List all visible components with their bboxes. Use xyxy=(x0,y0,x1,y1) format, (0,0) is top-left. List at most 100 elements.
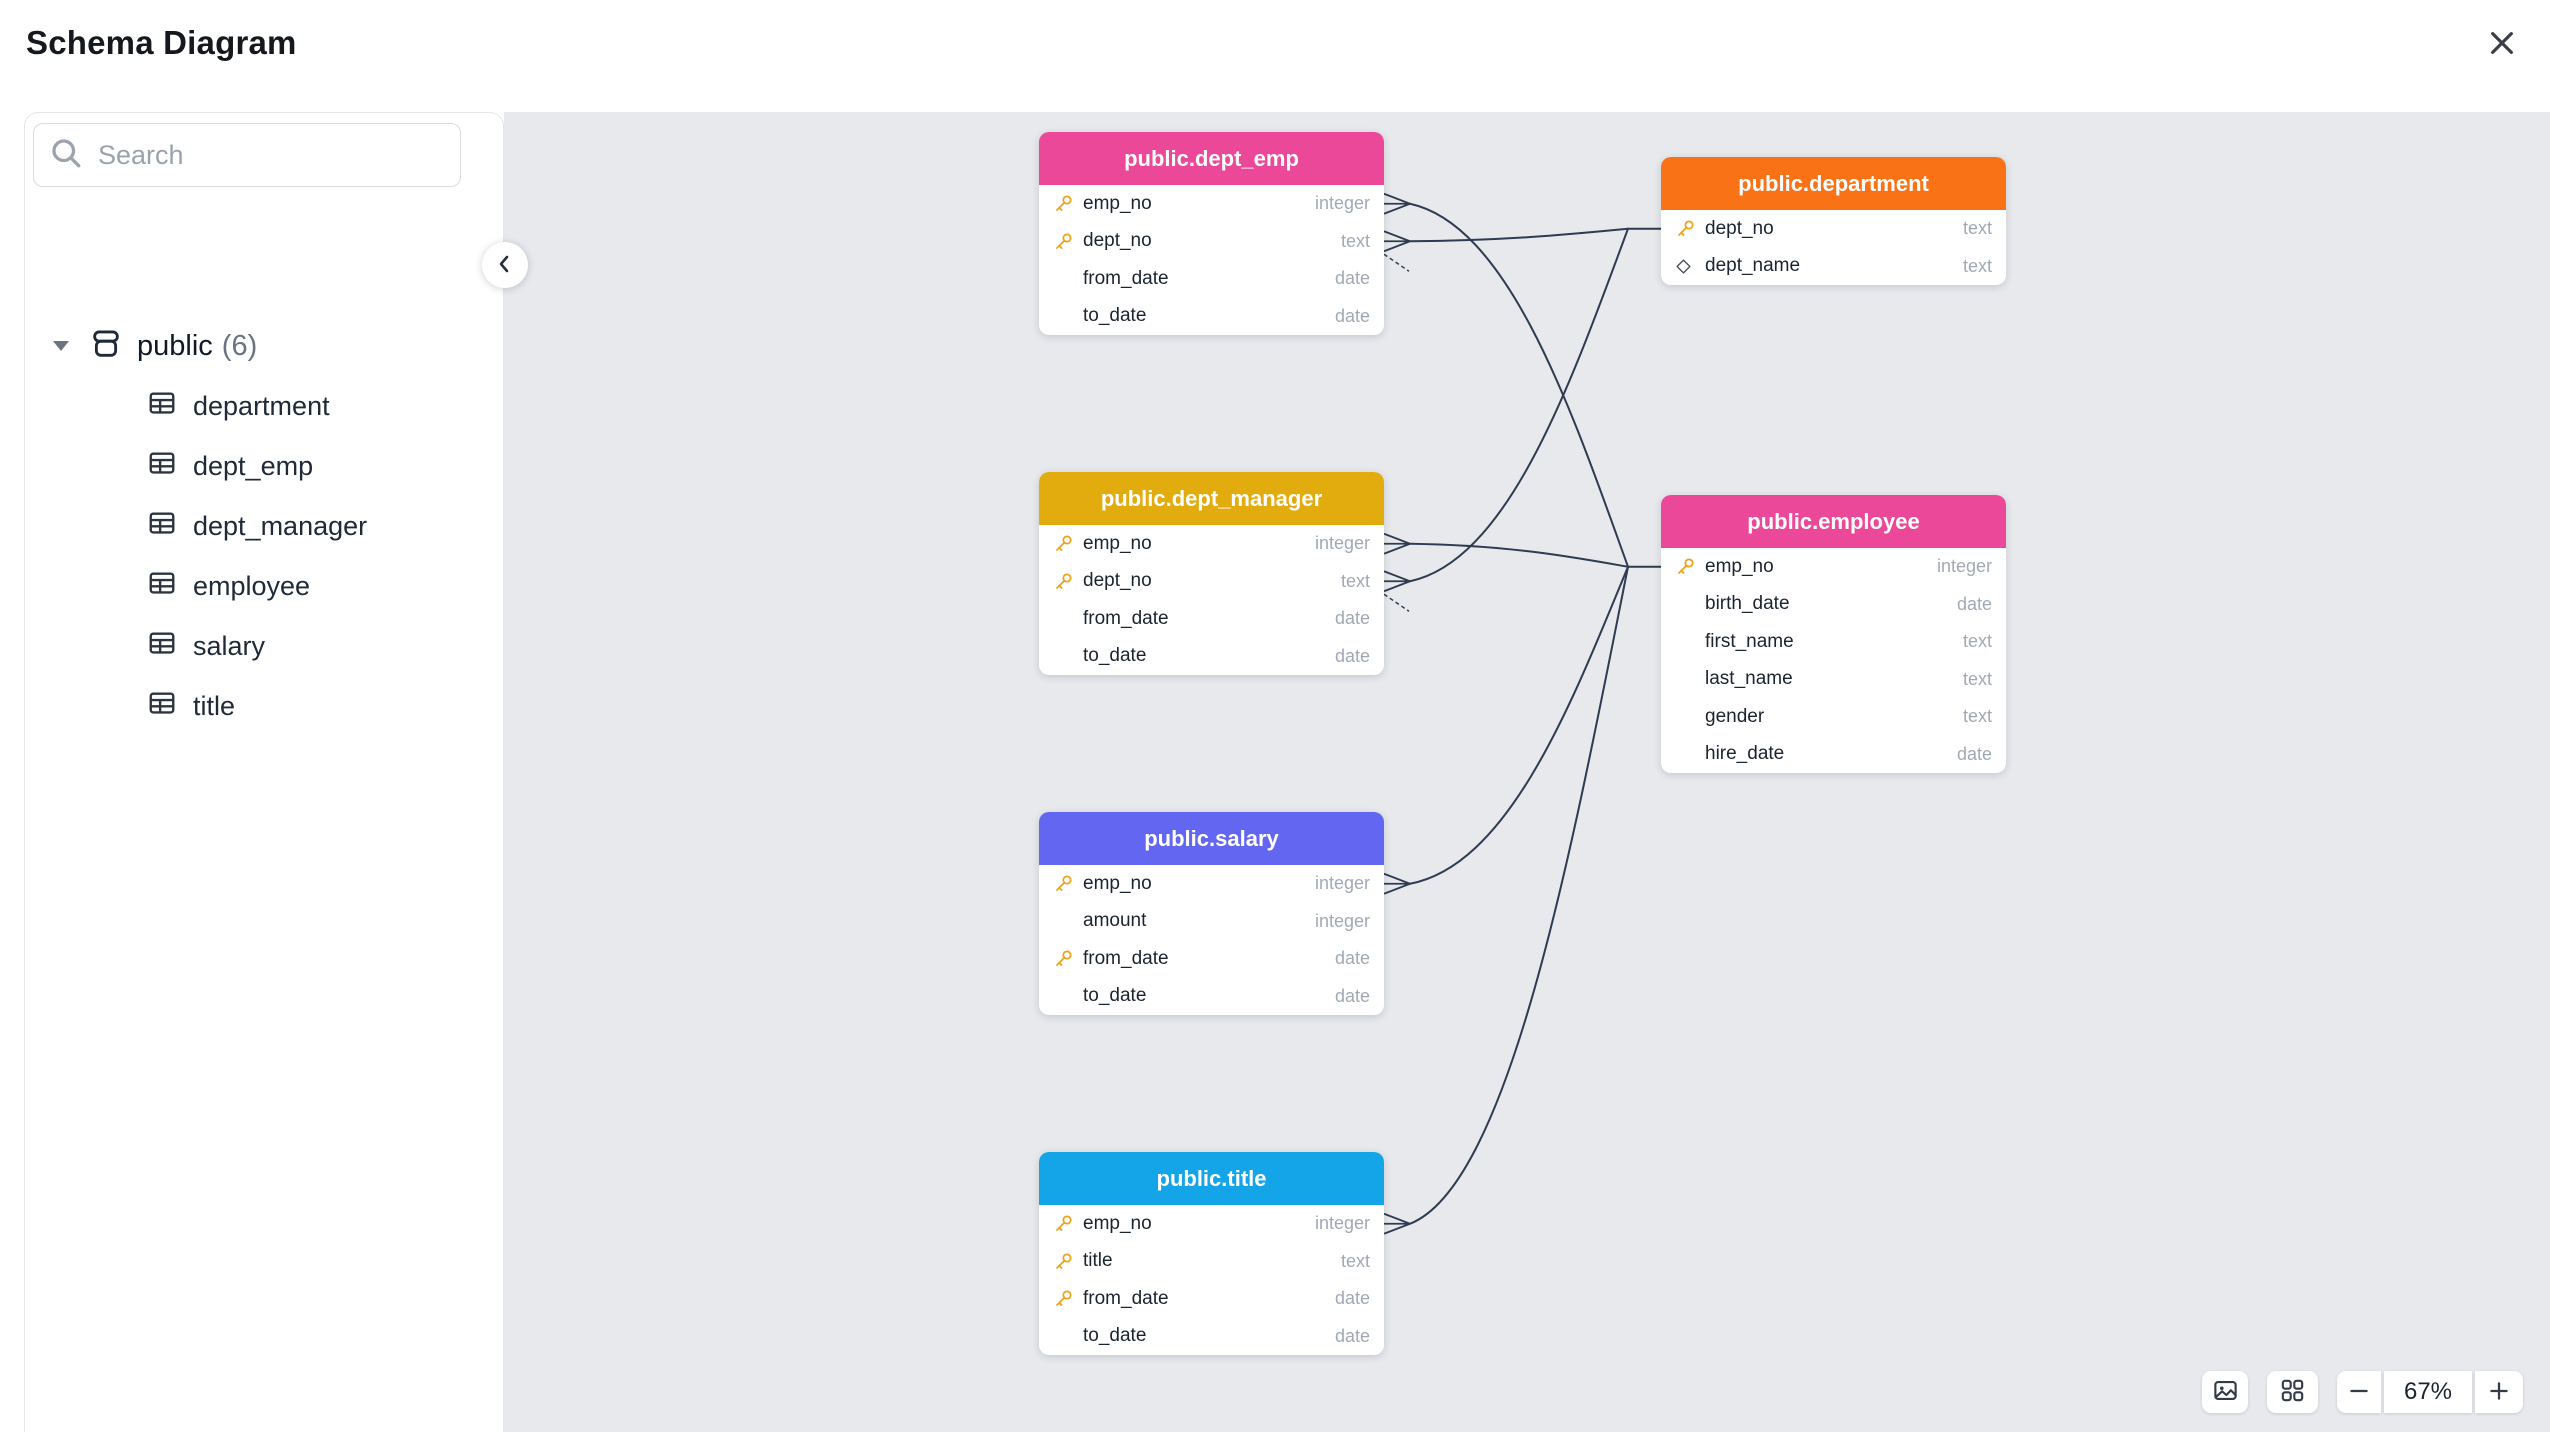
zoom-in-button[interactable] xyxy=(2475,1371,2523,1413)
primary-key-icon xyxy=(1675,556,1705,577)
table-node-title: public.salary xyxy=(1039,812,1384,865)
table-column-row: emp_no integer xyxy=(1039,185,1384,223)
search-box xyxy=(33,123,461,187)
column-name: gender xyxy=(1705,705,1765,727)
relationship-edges xyxy=(1383,192,1662,1235)
column-type: text xyxy=(1962,706,1992,727)
tree-item-label: department xyxy=(193,390,330,421)
column-type: date xyxy=(1956,593,1992,614)
column-name: to_date xyxy=(1083,1325,1147,1347)
column-type: integer xyxy=(1314,533,1370,554)
column-name: from_date xyxy=(1083,267,1169,289)
column-name: last_name xyxy=(1705,668,1793,690)
schema-label: public xyxy=(137,329,213,362)
column-type: text xyxy=(1340,1250,1370,1271)
table-node-title: public.employee xyxy=(1661,495,2006,548)
column-name: amount xyxy=(1083,910,1147,932)
unique-diamond-icon xyxy=(1675,258,1705,275)
tree-item-label: employee xyxy=(193,570,311,601)
column-name: emp_no xyxy=(1705,555,1774,577)
sidebar-item-schema-public[interactable]: public (6) xyxy=(25,316,503,376)
table-node-title: public.dept_emp xyxy=(1039,132,1384,185)
table-column-row: emp_no integer xyxy=(1039,525,1384,563)
sidebar-item-dept_manager[interactable]: dept_manager xyxy=(25,496,503,556)
column-type: text xyxy=(1962,255,1992,276)
sidebar-item-department[interactable]: department xyxy=(25,376,503,436)
table-column-row: to_date date xyxy=(1039,1318,1384,1356)
column-type: date xyxy=(1334,268,1370,289)
close-button[interactable] xyxy=(2480,22,2524,66)
sidebar-item-title[interactable]: title xyxy=(25,676,503,736)
column-name: from_date xyxy=(1083,947,1169,969)
column-name: from_date xyxy=(1083,607,1169,629)
column-name: title xyxy=(1083,1250,1113,1272)
column-name: to_date xyxy=(1083,985,1147,1007)
column-name: to_date xyxy=(1083,305,1147,327)
table-column-row: from_date date xyxy=(1039,1280,1384,1318)
primary-key-icon xyxy=(1053,948,1083,969)
primary-key-icon xyxy=(1053,1251,1083,1272)
table-column-row: from_date date xyxy=(1039,260,1384,298)
table-node-title: public.title xyxy=(1039,1152,1384,1205)
primary-key-icon xyxy=(1053,231,1083,252)
search-icon xyxy=(48,135,84,176)
search-input[interactable] xyxy=(96,138,454,172)
sidebar-item-employee[interactable]: employee xyxy=(25,556,503,616)
column-type: integer xyxy=(1314,910,1370,931)
caret-down-icon[interactable] xyxy=(53,341,69,351)
zoom-out-button[interactable] xyxy=(2337,1371,2381,1413)
sidebar-item-salary[interactable]: salary xyxy=(25,616,503,676)
page-title: Schema Diagram xyxy=(26,24,297,61)
tree-item-label: title xyxy=(193,690,236,721)
sidebar-panel: public (6) department dept_empdept_manage… xyxy=(24,112,504,1432)
table-column-row: to_date date xyxy=(1039,978,1384,1016)
export-image-button[interactable] xyxy=(2202,1371,2248,1413)
table-icon xyxy=(41,568,177,605)
primary-key-icon xyxy=(1053,533,1083,554)
column-type: date xyxy=(1956,743,1992,764)
table-column-row: amount integer xyxy=(1039,903,1384,941)
table-node-title: public.dept_manager xyxy=(1039,472,1384,525)
table-column-row: gender text xyxy=(1661,698,2006,736)
grid-icon xyxy=(2279,1377,2306,1407)
primary-key-icon xyxy=(1053,571,1083,592)
table-column-row: dept_name text xyxy=(1661,248,2006,286)
column-type: date xyxy=(1334,1288,1370,1309)
table-column-row: title text xyxy=(1039,1243,1384,1281)
table-icon xyxy=(41,688,177,725)
column-name: emp_no xyxy=(1083,192,1152,214)
column-name: emp_no xyxy=(1083,532,1152,554)
table-node-title: public.department xyxy=(1661,157,2006,210)
primary-key-icon xyxy=(1053,1213,1083,1234)
column-name: from_date xyxy=(1083,1287,1169,1309)
zoom-level-label: 67% xyxy=(2384,1371,2472,1413)
column-type: date xyxy=(1334,1325,1370,1346)
chevron-left-icon xyxy=(493,252,517,279)
column-name: emp_no xyxy=(1083,872,1152,894)
sidebar-item-dept_emp[interactable]: dept_emp xyxy=(25,436,503,496)
column-type: integer xyxy=(1314,193,1370,214)
column-type: text xyxy=(1340,230,1370,251)
column-type: date xyxy=(1334,985,1370,1006)
minus-icon xyxy=(2346,1378,2372,1407)
auto-layout-button[interactable] xyxy=(2267,1371,2318,1413)
column-name: emp_no xyxy=(1083,1212,1152,1234)
collapse-sidebar-button[interactable] xyxy=(482,242,528,288)
column-name: dept_name xyxy=(1705,255,1801,277)
